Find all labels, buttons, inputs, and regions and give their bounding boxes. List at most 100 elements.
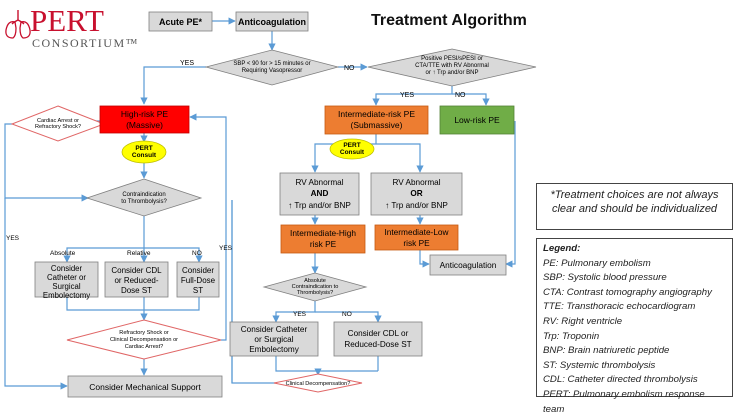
cath1-line3: Surgical — [52, 282, 80, 291]
logo: PERT CONSORTIUM™ — [4, 4, 144, 50]
arrow-sbp-yes — [140, 66, 206, 105]
cardiac-arrest-diamond — [10, 105, 106, 142]
arrow-to-rv-or — [376, 143, 424, 173]
pert-consult-1-line1: PERT — [135, 145, 152, 152]
cdl1-line3: Dose ST — [121, 286, 152, 295]
rv-or-line1: RV Abnormal — [392, 178, 440, 187]
refractory-diamond — [66, 319, 222, 360]
legend-item: RV: Right ventricle — [543, 315, 623, 327]
cath2-line3: Embolectomy — [249, 345, 300, 354]
arrow-refractory-yes — [189, 113, 227, 341]
sbp-no-label: NO — [344, 65, 355, 72]
sbp-diamond — [204, 49, 340, 86]
abs-no-label: NO — [342, 311, 352, 318]
legend-item: PE: Pulmonary embolism — [543, 257, 651, 269]
pert-consult-2-line2: Consult — [340, 149, 365, 156]
arrow-abs-no — [315, 311, 382, 323]
anticoag-right-box — [429, 254, 507, 276]
acute-pe-label: Acute PE* — [159, 17, 203, 27]
acute-pe-box — [148, 11, 213, 32]
pesi-q-line3: or ↑ Trp and/or BNP — [425, 70, 478, 76]
legend-item: CTA: Contrast tomography angiography — [543, 286, 712, 298]
line-cath2-join — [275, 355, 318, 372]
rv-and-line2: AND — [311, 189, 329, 198]
sbp-q-line2: Requiring Vasopressor — [242, 68, 303, 74]
full-line2: Full-Dose — [181, 276, 216, 285]
abs-q-line1: Absolute — [304, 278, 326, 284]
consider-catheter-box-1 — [34, 261, 99, 298]
pert-consult-2-line1: PERT — [343, 142, 360, 149]
abs-contra-diamond — [262, 272, 368, 302]
cath1-line4: Embolectomy — [43, 291, 90, 300]
legend-item: PERT: Pulmonary embolism response team — [543, 388, 705, 415]
consider-cdl-box-2 — [333, 321, 423, 357]
refractory-q-line2: Clinical Decompensation or — [110, 337, 178, 343]
full-line3: ST — [193, 286, 203, 295]
pesi-no-label: NO — [455, 92, 466, 99]
cdl1-line2: or Reduced- — [114, 276, 158, 285]
refractory-yes-label: YES — [219, 245, 233, 252]
arrow-pesi-no — [452, 93, 490, 106]
pesi-q-line2: CTA/TTE with RV Abnormal — [415, 63, 489, 69]
int-high-box — [280, 224, 366, 254]
pesi-yes-label: YES — [400, 92, 414, 99]
legend-item: TTE: Transthoracic echocardiogram — [543, 301, 696, 313]
cardiac-yes-label: YES — [6, 235, 20, 242]
legend-item: SBP: Systolic blood pressure — [543, 272, 667, 284]
arrow-contra-absolute — [63, 247, 144, 263]
consider-mech-label: Consider Mechanical Support — [89, 382, 201, 392]
arrow-cdl2-to-clin — [314, 368, 378, 376]
logo-name: PERT — [30, 3, 104, 38]
cardiac-q-line1: Cardiac Arrest or — [37, 118, 79, 124]
abs-q-line3: Thrombolysis? — [297, 290, 333, 296]
pesi-q-line1: Positive PESI/sPESI or — [421, 56, 483, 62]
full-line1: Consider — [182, 266, 214, 275]
connectors — [4, 17, 516, 390]
cdl2-line2: Reduced-Dose ST — [344, 340, 411, 349]
cath2-line1: Consider Catheter — [241, 325, 308, 334]
rv-or-line2: OR — [410, 189, 422, 198]
int-low-line2: risk PE — [403, 238, 430, 248]
pert-consult-2 — [329, 138, 375, 160]
consider-catheter-box-2 — [229, 321, 319, 357]
clin-decomp-diamond — [273, 373, 363, 393]
arrow-cardiac-yes — [4, 198, 68, 390]
legend: Legend: PE: Pulmonary embolism SBP: Syst… — [536, 238, 733, 415]
low-risk-label: Low-risk PE — [454, 115, 500, 125]
rv-and-box — [279, 172, 360, 216]
rv-and-line3: ↑ Trp and/or BNP — [288, 201, 351, 210]
legend-item: Trp: Troponin — [543, 330, 600, 342]
anticoag-right-label: Anticoagulation — [440, 260, 497, 270]
int-high-line1: Intermediate-High — [290, 228, 356, 238]
abs-q-line2: Contraindication to — [292, 284, 339, 290]
cdl2-line1: Consider CDL or — [348, 329, 409, 338]
arrow-pesi-yes — [372, 86, 453, 106]
int-high-line2: risk PE — [310, 239, 337, 249]
contra-q-line2: to Thrombolysis? — [121, 199, 167, 205]
arrow-intlow-to-anticoag — [419, 250, 430, 268]
sbp-yes-label: YES — [180, 60, 194, 67]
cardiac-q-line2: Refractory Shock? — [35, 124, 81, 130]
rv-or-line3: ↑ Trp and/or BNP — [385, 201, 448, 210]
intermediate-line2: (Submassive) — [351, 120, 403, 130]
intermediate-line1: Intermediate-risk PE — [338, 109, 415, 119]
contra-no-label: NO — [192, 250, 202, 257]
line-bottom-join — [66, 297, 200, 311]
high-risk-line2: (Massive) — [126, 120, 163, 130]
consider-mech-box — [67, 375, 223, 398]
cdl1-line1: Consider CDL — [111, 266, 162, 275]
pert-consult-1 — [121, 140, 167, 164]
page-title: Treatment Algorithm — [371, 12, 527, 29]
treatment-algorithm-diagram: PERT CONSORTIUM™ Treatment Algorithm — [4, 4, 733, 415]
legend-title: Legend: — [543, 243, 581, 254]
lungs-icon — [5, 10, 31, 39]
refractory-q-line1: Refractory Shock or — [119, 330, 169, 336]
absolute-label: Absolute — [50, 250, 76, 257]
consider-full-dose-box — [176, 261, 220, 298]
arrow-cardiac-no — [4, 123, 89, 202]
abs-yes-label: YES — [293, 311, 307, 318]
sbp-q-line1: SBP < 90 for > 15 minutes or — [233, 61, 310, 67]
high-risk-line1: High-risk PE — [121, 109, 169, 119]
consider-cdl-box-1 — [104, 261, 169, 298]
rv-or-box — [370, 172, 463, 216]
